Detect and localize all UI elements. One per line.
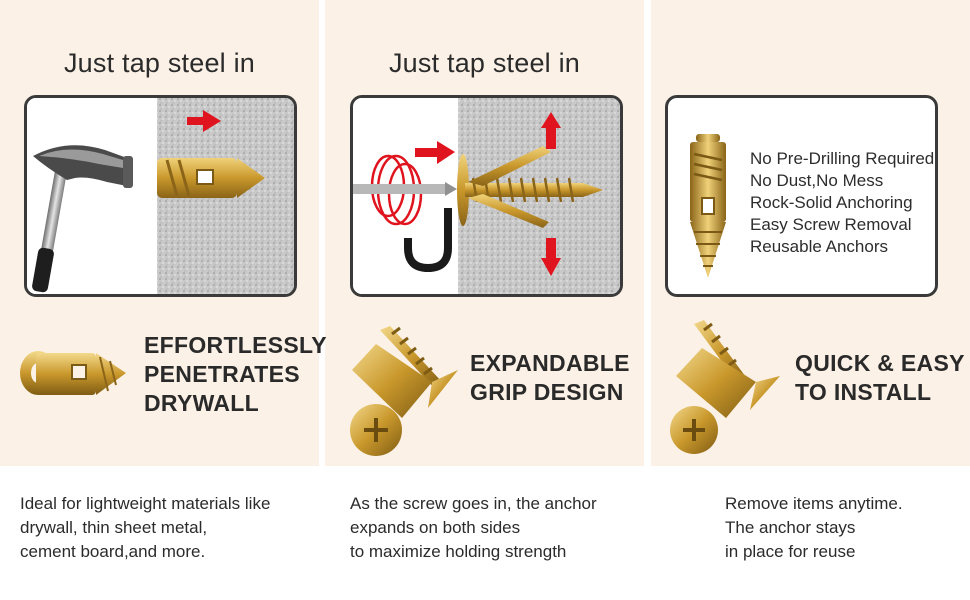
panel2-feature: EXPANDABLE GRIP DESIGN	[470, 349, 630, 407]
caption-line: drywall, thin sheet metal,	[20, 518, 208, 537]
hammer-icon	[32, 145, 133, 293]
caption-line: expands on both sides	[350, 518, 521, 537]
arrow-right-icon	[187, 110, 221, 132]
panel3-feature: QUICK & EASY TO INSTALL	[795, 349, 965, 407]
caption-line: cement board,and more.	[20, 542, 206, 561]
panel2-title: Just tap steel in	[388, 48, 580, 78]
benefit-item: Easy Screw Removal	[750, 215, 912, 234]
feature-line: DRYWALL	[144, 390, 259, 416]
caption-line: in place for reuse	[725, 542, 856, 561]
arrow-down-icon	[541, 238, 561, 276]
anchor-with-screw-icon	[690, 134, 726, 278]
benefits-list: No Pre-Drilling Required No Dust,No Mess…	[750, 148, 934, 258]
panel3-caption: Remove items anytime. The anchor stays i…	[725, 492, 903, 564]
benefit-item: No Dust,No Mess	[750, 171, 884, 190]
feature-line: TO INSTALL	[795, 379, 932, 405]
anchor-icon	[157, 158, 265, 198]
arrow-right-icon	[415, 141, 455, 164]
caption-line: As the screw goes in, the anchor	[350, 494, 597, 513]
feature-line: PENETRATES	[144, 361, 300, 387]
drywall-anchor-icon	[20, 351, 126, 395]
feature-line: GRIP DESIGN	[470, 379, 624, 405]
caption-line: Remove items anytime.	[725, 494, 903, 513]
benefit-item: No Pre-Drilling Required	[750, 149, 935, 168]
expanded-anchor-icon	[350, 326, 458, 456]
feature-line: EFFORTLESSLY	[144, 332, 327, 358]
arrow-up-icon	[541, 112, 561, 149]
feature-line: EXPANDABLE	[470, 350, 630, 376]
feature-line: QUICK & EASY	[795, 350, 965, 376]
benefit-item: Rock-Solid Anchoring	[750, 193, 913, 212]
panel1-illustration	[24, 95, 297, 297]
panel1-title: Just tap steel in	[63, 48, 255, 78]
caption-line: The anchor stays	[725, 518, 856, 537]
installed-anchor-icon	[670, 320, 780, 454]
panel2-caption: As the screw goes in, the anchor expands…	[350, 492, 597, 564]
caption-line: to maximize holding strength	[350, 542, 567, 561]
panel1-caption: Ideal for lightweight materials like dry…	[20, 492, 270, 564]
caption-line: Ideal for lightweight materials like	[20, 494, 271, 513]
benefit-item: Reusable Anchors	[750, 237, 888, 256]
panel2-illustration	[350, 95, 623, 297]
panel3-benefits-box: No Pre-Drilling Required No Dust,No Mess…	[665, 95, 938, 297]
panel1-feature: EFFORTLESSLY PENETRATES DRYWALL	[144, 331, 327, 418]
